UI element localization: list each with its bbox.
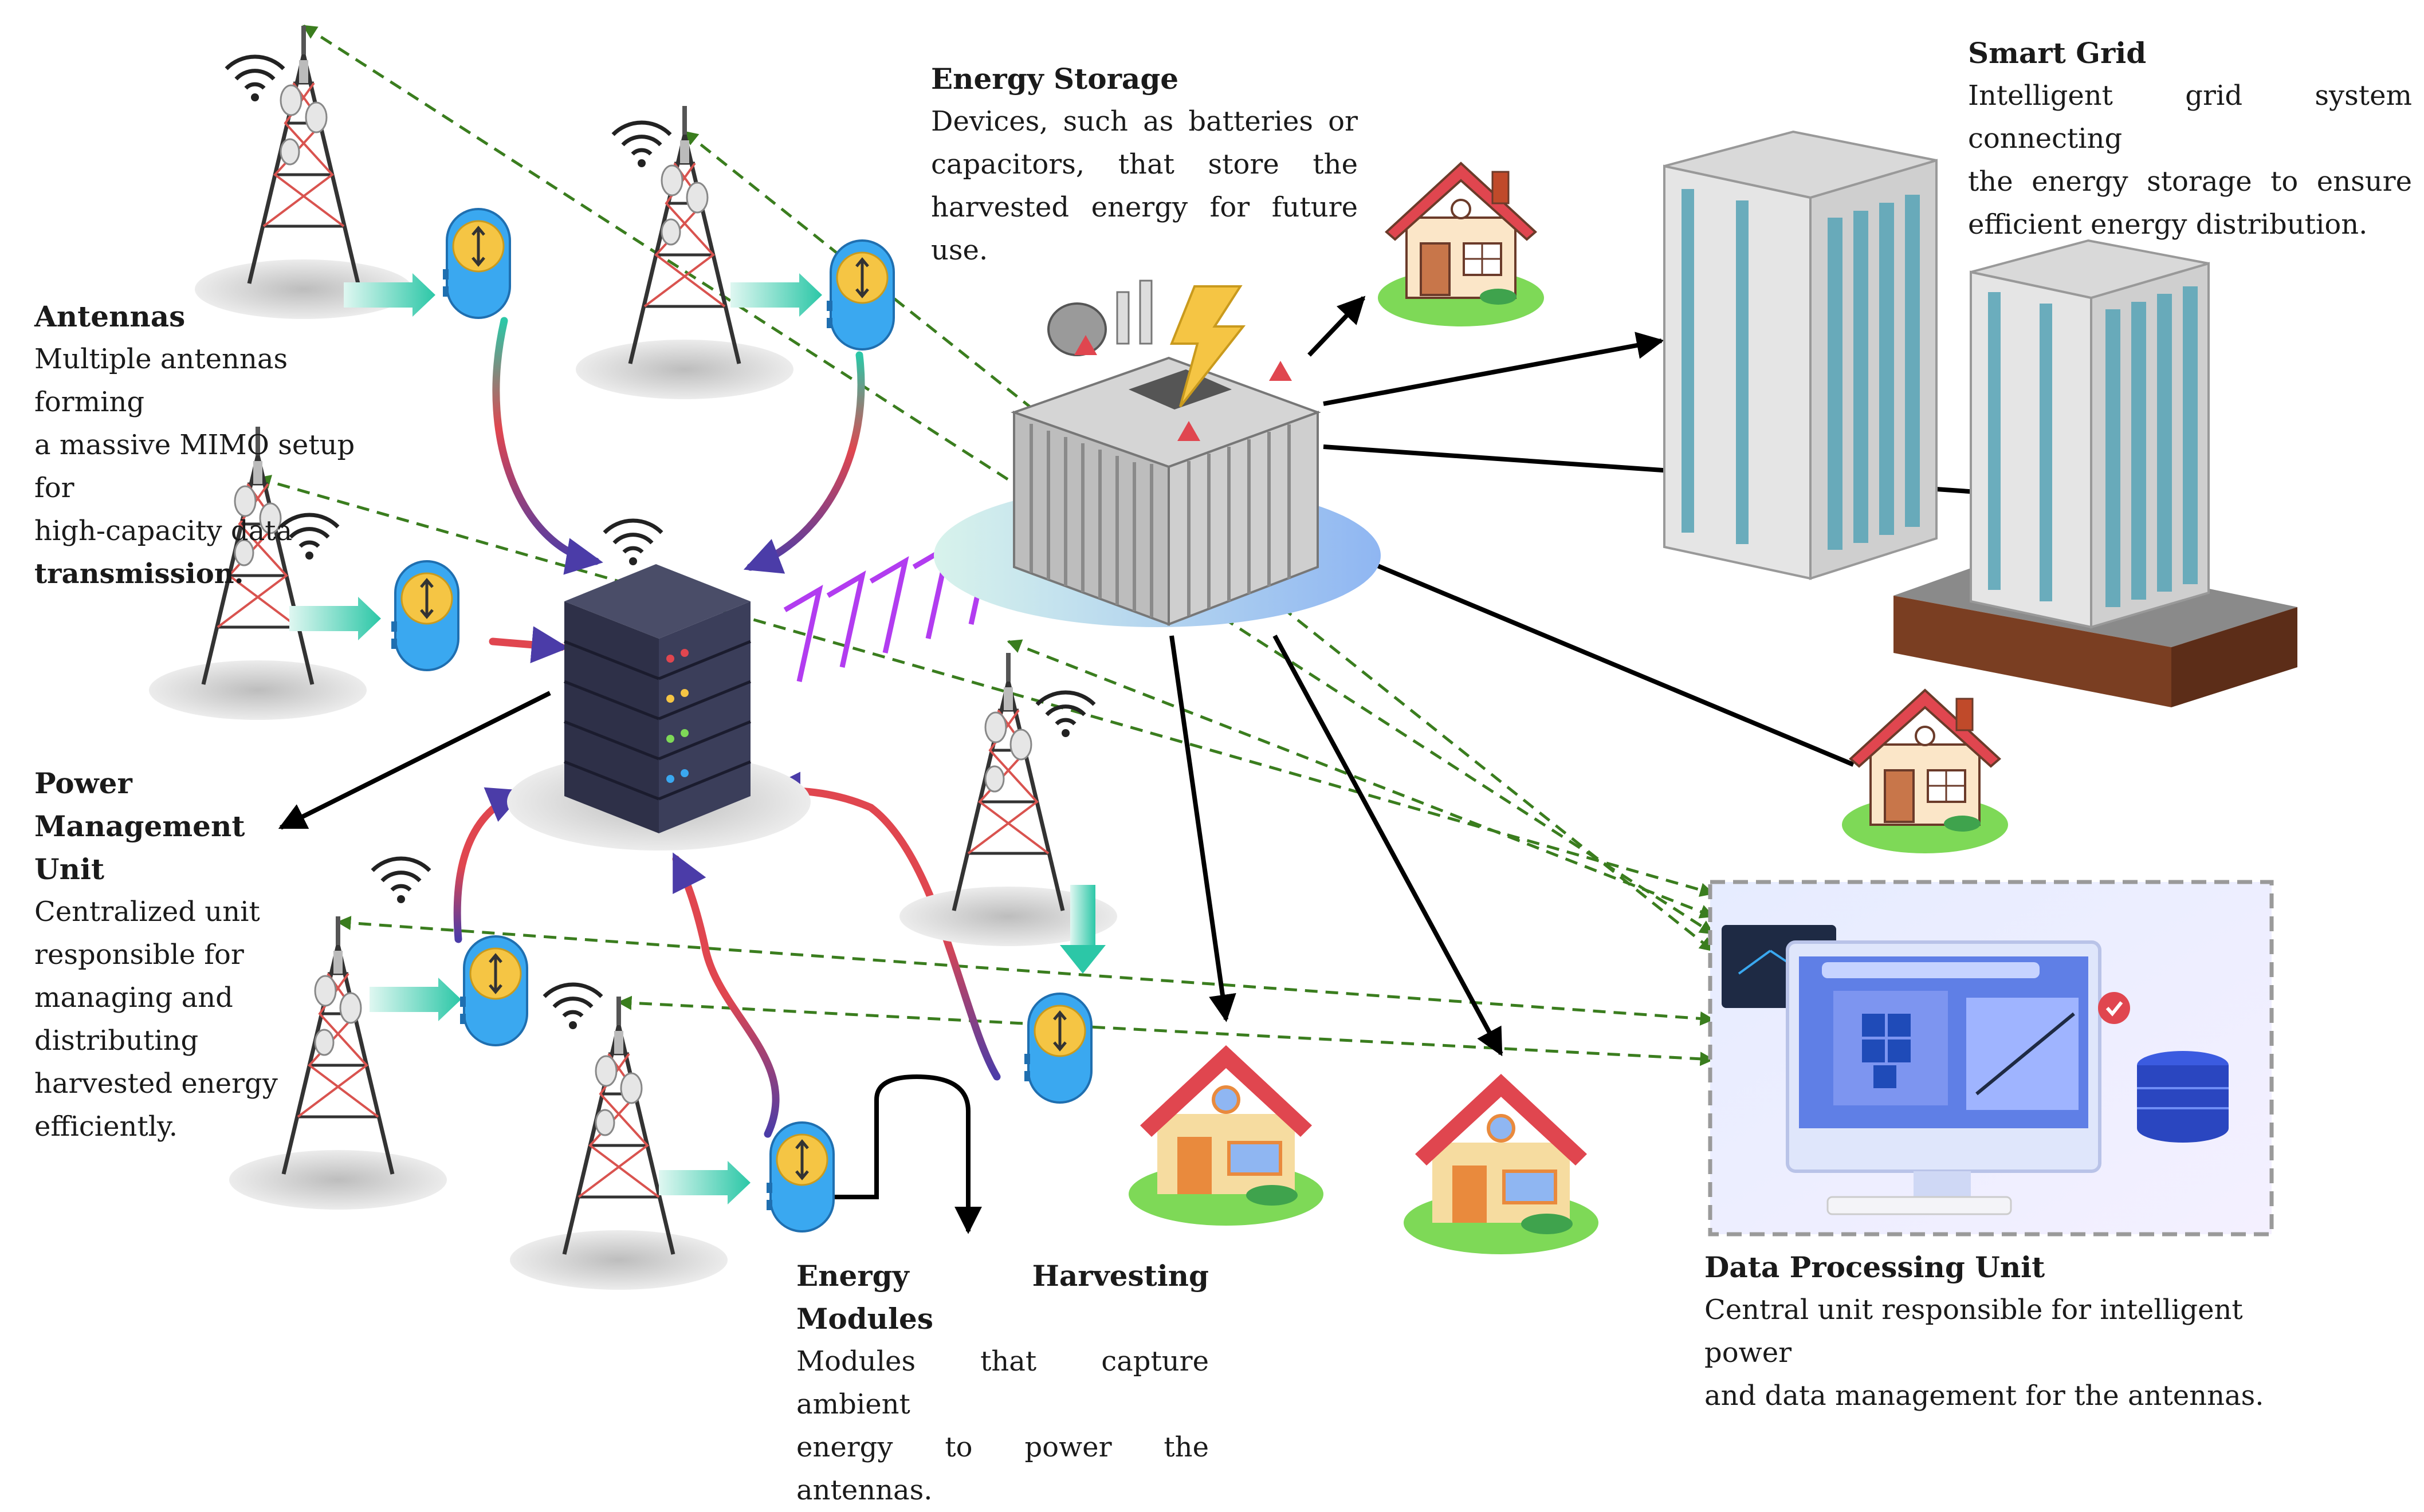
- power-management-desc-line: responsible for: [34, 939, 244, 971]
- energy-harvesting-desc-line: Modules that capture ambient: [796, 1345, 1209, 1420]
- transformer-icon: [934, 279, 1381, 627]
- arrow-to-house-br: [1272, 635, 1503, 1057]
- feed-arrows: [289, 273, 1106, 1204]
- computer-icon: [1708, 880, 2274, 1237]
- wifi-icon: [372, 859, 430, 903]
- wifi-icon: [604, 521, 662, 565]
- wifi-icon: [226, 57, 284, 101]
- link-tower6: [617, 995, 1715, 1066]
- energy-storage-title: Energy Storage: [931, 62, 1179, 96]
- energy-module-icon: [443, 209, 510, 318]
- energy-module-icon: [460, 936, 527, 1045]
- antennas-label: Antennas Multiple antennas forming a mas…: [34, 295, 401, 596]
- antennas-desc-line: Multiple antennas forming: [34, 343, 288, 418]
- energy-storage-desc-line: harvested energy for future use.: [931, 191, 1358, 266]
- data-processing-label: Data Processing Unit Central unit respon…: [1704, 1246, 2335, 1418]
- power-management-desc-line: harvested energy: [34, 1068, 278, 1100]
- smart-grid-desc-line: Intelligent grid system connecting: [1968, 80, 2412, 155]
- energy-storage-desc-line: capacitors, that store the: [931, 148, 1358, 180]
- power-management-label: Power Management Unit Centralized unit r…: [34, 762, 298, 1148]
- cell-tower-icon: [510, 997, 728, 1290]
- energy-storage-desc-line: Devices, such as batteries or: [931, 105, 1358, 137]
- arrow-to-house-bl: [1169, 635, 1236, 1022]
- power-management-desc-line: managing and: [34, 982, 233, 1014]
- house-icon: [1129, 1045, 1323, 1226]
- antennas-desc-line: high-capacity data: [34, 515, 293, 547]
- power-management-desc-line: distributing: [34, 1025, 199, 1057]
- cell-tower-icon: [576, 106, 793, 399]
- energy-harvesting-label: Energy Harvesting Modules Modules that c…: [796, 1254, 1209, 1512]
- diagram-canvas: [0, 0, 2297, 1392]
- arrow-to-building: [1323, 332, 1664, 406]
- wifi-icon: [1037, 692, 1094, 737]
- data-processing-desc-line: Central unit responsible for intelligent…: [1704, 1294, 2243, 1369]
- power-management-desc-line: Centralized unit: [34, 896, 260, 928]
- arrow-to-harvesting: [828, 1074, 982, 1234]
- link-tower5: [336, 916, 1715, 1026]
- building-icon: [1663, 130, 2297, 707]
- database-icon: [2098, 992, 2229, 1143]
- house-icon: [1841, 689, 2009, 855]
- energy-harvesting-title: Energy Harvesting Modules: [796, 1259, 1209, 1336]
- energy-module-icon: [1024, 994, 1091, 1102]
- smart-grid-desc-line: efficient energy distribution.: [1968, 208, 2368, 241]
- smart-grid-label: Smart Grid Intelligent grid system conne…: [1968, 32, 2412, 246]
- wifi-icon: [544, 985, 602, 1029]
- energy-harvesting-desc-line: energy to power the antennas.: [796, 1431, 1209, 1506]
- data-processing-desc-line: and data management for the antennas.: [1704, 1380, 2264, 1412]
- arrow-to-house-right: [1311, 536, 1855, 767]
- power-management-desc-line: efficiently.: [34, 1111, 178, 1143]
- antennas-title: Antennas: [34, 300, 186, 333]
- energy-module-icon: [391, 561, 458, 670]
- link-tower1: [302, 24, 1715, 935]
- power-management-title: Power: [34, 766, 132, 800]
- energy-module-icon: [767, 1123, 834, 1231]
- lightning-icon: [1170, 285, 1246, 408]
- energy-module-icon: [827, 241, 894, 349]
- house-icon: [1404, 1074, 1598, 1254]
- wifi-icon: [613, 123, 670, 167]
- energy-flow-curves: [453, 317, 1001, 1138]
- antennas-desc-line: a massive MIMO setup for: [34, 429, 355, 504]
- antennas-desc-line: transmission.: [34, 558, 244, 590]
- dashed-link-lines: [256, 24, 1715, 1066]
- arrow-to-house-top: [1307, 296, 1366, 357]
- smart-grid-title: Smart Grid: [1968, 36, 2147, 70]
- data-processing-title: Data Processing Unit: [1704, 1250, 2045, 1284]
- smart-grid-desc-line: the energy storage to ensure: [1968, 166, 2412, 198]
- power-management-title: Management Unit: [34, 809, 245, 886]
- link-tower4: [1007, 639, 1715, 919]
- arrow-to-power-unit: [278, 691, 551, 830]
- house-icon: [1377, 162, 1545, 328]
- server-icon: [507, 564, 811, 850]
- energy-storage-label: Energy Storage Devices, such as batterie…: [931, 57, 1358, 272]
